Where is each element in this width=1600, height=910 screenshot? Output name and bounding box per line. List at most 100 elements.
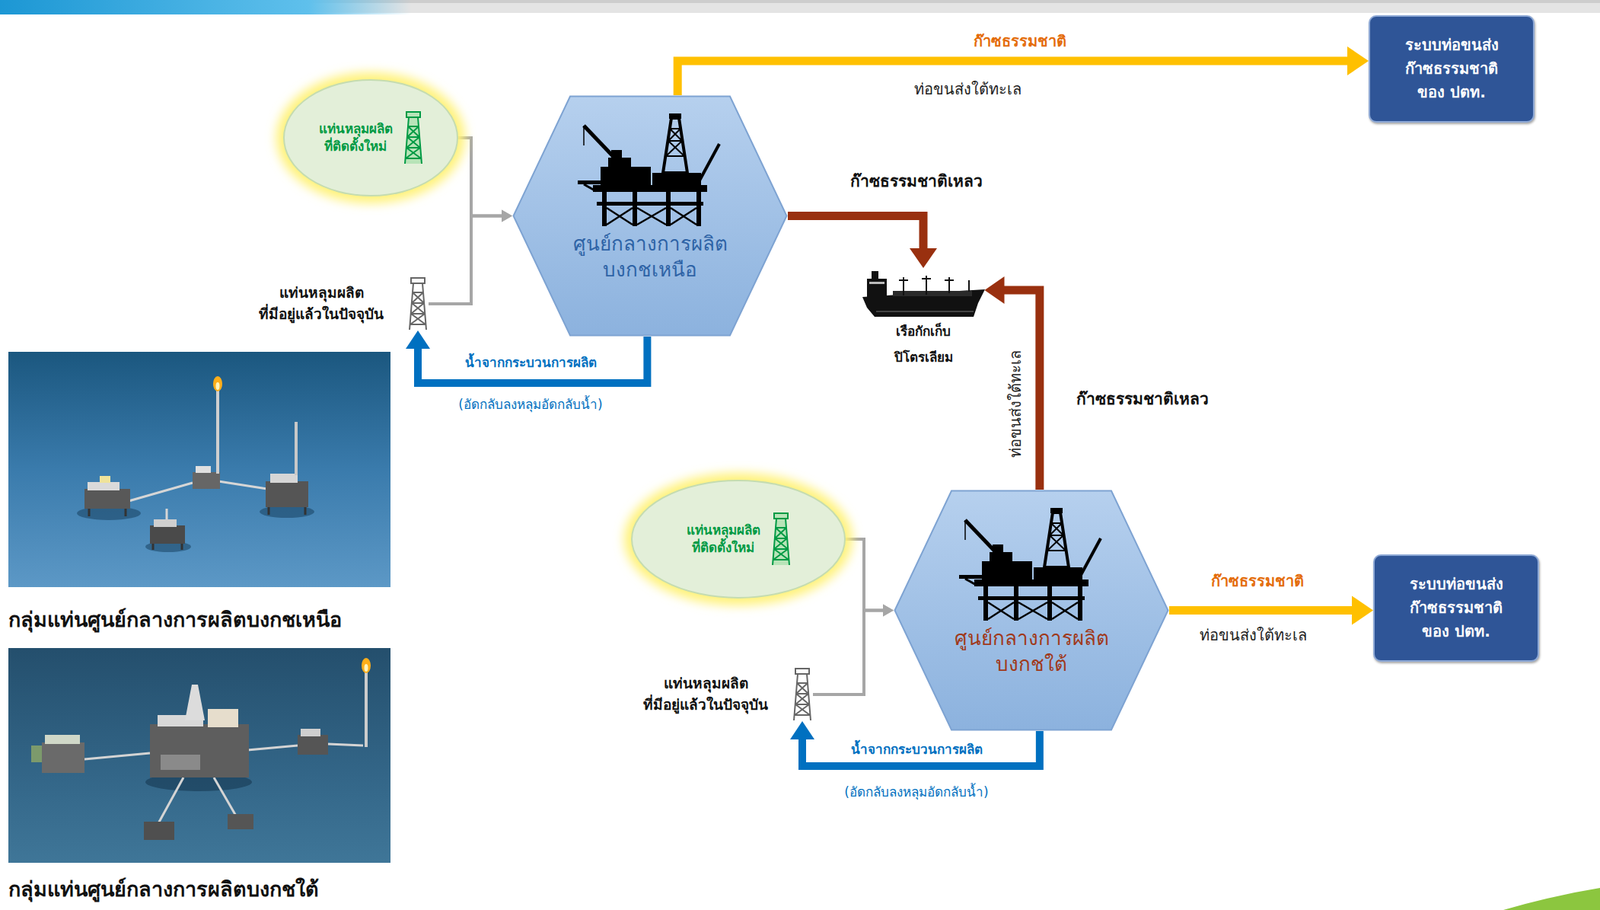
platform-part <box>583 125 616 160</box>
wellhead-ellipse: แท่นหลุมผลิต ที่ติดตั้งใหม่ <box>283 79 458 196</box>
node-text: แท่นหลุมผลิต ที่ติดตั้งใหม่ <box>685 521 762 557</box>
platform-part <box>1047 522 1066 551</box>
connector <box>844 538 894 617</box>
wellhead-icon <box>770 512 792 566</box>
node-text: ระบบท่อขนส่ง ก๊าซธรรมชาติ ของ ปตท. <box>1404 33 1500 105</box>
production-hub-hexagon: ศูนย์กลางการผลิต บงกชใต้ <box>893 489 1170 731</box>
arrowhead <box>790 720 815 740</box>
platform-part <box>602 191 607 227</box>
platform-part <box>666 128 685 157</box>
pipeline-system-box: ระบบท่อขนส่ง ก๊าซธรรมชาติ ของ ปตท. <box>1373 554 1540 662</box>
text-line: ที่มีอยู่แล้วในปัจจุบัน <box>643 695 769 713</box>
hub-label-wrap: ศูนย์กลางการผลิต บงกชเหนือ <box>512 230 788 284</box>
node-text: แท่นหลุมผลิต ที่ติดตั้งใหม่ <box>318 120 394 156</box>
hexagon-shape <box>513 96 788 336</box>
existing-wellhead: แท่นหลุมผลิต ที่มีอยู่แล้วในปัจจุบัน <box>642 667 813 721</box>
ship-part <box>892 290 973 297</box>
platform-icon <box>577 111 723 227</box>
ellipse-content: แท่นหลุมผลิต ที่ติดตั้งใหม่ <box>318 111 424 165</box>
platform <box>84 488 131 509</box>
platform-part <box>592 184 708 192</box>
ellipse-glow <box>276 72 466 204</box>
platform-part <box>965 578 978 586</box>
platform-part <box>974 579 1089 587</box>
platform <box>41 742 85 773</box>
arrowhead <box>909 248 938 268</box>
flow-label: ก๊าซธรรมชาติเหลว <box>1076 388 1209 410</box>
platform-part <box>988 602 1078 619</box>
node-text: แท่นหลุมผลิต ที่มีอยู่แล้วในปัจจุบัน <box>642 672 769 715</box>
connector-line <box>1169 605 1357 615</box>
tower-lattice <box>409 283 427 330</box>
annotation-label: (อัดกลับลงหลุมอัดกลับน้ำ) <box>844 783 989 800</box>
platform-part <box>983 586 989 621</box>
platform-part <box>965 519 998 554</box>
ellipse-outline <box>265 61 476 214</box>
platform <box>300 728 321 737</box>
mast <box>294 421 298 475</box>
platform-part <box>959 574 982 579</box>
platform <box>270 473 298 483</box>
ellipse-outline <box>613 462 864 616</box>
arrowhead <box>882 604 894 617</box>
platform-part <box>583 184 597 192</box>
tower-body <box>409 283 427 330</box>
connector-line <box>787 216 924 253</box>
production-hub-hexagon: ศูนย์กลางการผลิต บงกชเหนือ <box>512 95 788 337</box>
text-line: แท่นหลุมผลิต <box>686 522 761 538</box>
connector-line <box>812 610 886 695</box>
text-line: ของ <box>1417 82 1445 102</box>
flare-tower <box>364 670 368 747</box>
flow-label: น้ำจากกระบวนการผลิต <box>465 353 597 371</box>
arrowhead <box>1351 596 1374 625</box>
arrowhead <box>405 330 431 349</box>
arrowhead <box>501 210 513 223</box>
text-line: ระบบท่อขนส่ง <box>1409 574 1504 593</box>
connector-line <box>802 730 1040 766</box>
connector-line <box>417 336 648 383</box>
connector <box>1169 596 1374 625</box>
ship-icon <box>862 267 985 319</box>
platform-part <box>1080 538 1101 575</box>
node-text: ศูนย์กลางการผลิต บงกชเหนือ <box>572 230 729 284</box>
connector-line <box>457 137 504 217</box>
text-line: ของ <box>1421 621 1450 641</box>
connector-line <box>1000 290 1040 490</box>
tower-deck <box>411 277 425 284</box>
tower-deck <box>406 111 421 118</box>
tower-lattice <box>404 117 422 164</box>
tower-deck <box>774 513 788 519</box>
hub-label-wrap: ศูนย์กลางการผลิต บงกชใต้ <box>893 624 1170 678</box>
text-line: ปตท. <box>1454 621 1491 641</box>
platform-part <box>652 172 702 185</box>
connector <box>812 604 894 695</box>
wellhead-icon <box>402 111 424 165</box>
platform <box>44 734 80 744</box>
wellhead-ellipse: แท่นหลุมผลิต ที่ติดตั้งใหม่ <box>631 480 845 598</box>
platform <box>297 734 329 755</box>
flame <box>216 382 220 390</box>
text-line: แท่นหลุมผลิต <box>318 121 393 137</box>
pipeline-system-box: ระบบท่อขนส่ง ก๊าซธรรมชาติ ของ ปตท. <box>1368 15 1535 123</box>
platform-part <box>992 544 1004 554</box>
node-text: เรือกักเก็บ ปิโตรเลียม <box>893 318 954 370</box>
node-text: ระบบท่อขนส่ง ก๊าซธรรมชาติ ของ ปตท. <box>1408 572 1505 644</box>
annotation-label: ท่อขนส่งใต้ทะเล <box>914 79 1022 99</box>
sea <box>8 351 391 587</box>
node-text: ศูนย์กลางการผลิต บงกชใต้ <box>953 624 1110 678</box>
platform-part <box>1013 586 1019 621</box>
text-line: ก๊าซธรรมชาติ <box>1405 59 1499 78</box>
platform <box>153 519 177 527</box>
platform <box>227 813 254 829</box>
hexagon-shape <box>895 490 1169 730</box>
platform-part <box>964 519 966 540</box>
platform-part <box>978 596 1085 600</box>
text-line: ปิโตรเลียม <box>894 349 953 365</box>
flow-label: น้ำจากกระบวนการผลิต <box>850 740 983 758</box>
flow-label: ก๊าซธรรมชาติ <box>1211 570 1304 591</box>
platform <box>195 465 211 473</box>
